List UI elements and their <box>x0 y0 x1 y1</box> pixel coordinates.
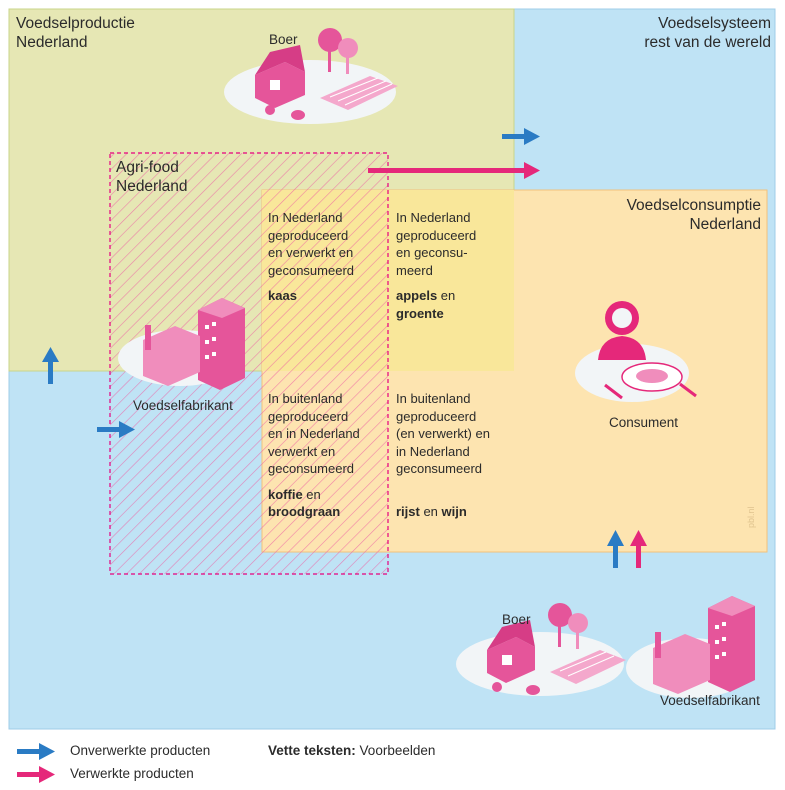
example-bold: broodgraan <box>268 504 341 519</box>
legend-bold-note: Vette teksten: Voorbeelden <box>268 742 435 759</box>
farmer-bottom-label: Boer <box>502 612 531 627</box>
legend-processed-label: Verwerkte producten <box>70 766 194 781</box>
arrow-up-pink <box>630 530 647 568</box>
production-title: Voedselproductie Nederland <box>16 15 135 51</box>
legend-blue-arrow-icon <box>17 743 55 760</box>
example-connector: en <box>302 486 321 502</box>
cell-foreign-consumed-nl: In buitenland geproduceerd (en verwerkt)… <box>396 390 490 520</box>
arrow-export-processed <box>368 162 540 179</box>
farm-bottom-icon <box>456 603 626 696</box>
world-title: Voedselsysteem rest van de wereld <box>644 15 771 51</box>
arrow-up-left <box>42 347 59 384</box>
watermark: pbl.nl <box>746 506 756 528</box>
example-bold: rijst <box>396 503 420 519</box>
factory-bottom-label: Voedselfabrikant <box>660 693 760 708</box>
example-bold: koffie <box>268 486 303 502</box>
cell-foreign-processed-nl: In buitenland geproduceerd en in Nederla… <box>268 390 360 521</box>
consumer-icon <box>575 301 697 402</box>
farm-top-icon <box>224 28 398 124</box>
cell-nl-processed: In Nederland geproduceerd en verwerkt en… <box>268 209 354 305</box>
cell-nl-fresh: In Nederland geproduceerd en geconsu- me… <box>396 209 476 322</box>
cell-description: In Nederland geproduceerd en geconsu- me… <box>396 210 477 278</box>
agrifood-title: Agri-food Nederland <box>116 159 188 195</box>
example-connector: en <box>419 503 442 519</box>
example-bold: groente <box>396 305 444 321</box>
consumption-title: Voedselconsumptie Nederland <box>626 197 761 233</box>
factory-bottom-icon <box>626 596 755 698</box>
example-connector: en <box>437 288 456 303</box>
arrow-up-blue <box>607 530 624 568</box>
example-bold: wijn <box>441 503 467 519</box>
arrow-import-left <box>97 421 135 438</box>
legend-bold-desc: Voorbeelden <box>355 743 436 758</box>
factory-left-label: Voedselfabrikant <box>133 398 233 413</box>
cell-description: In buitenland geproduceerd (en verwerkt)… <box>396 391 490 476</box>
arrow-export-unprocessed <box>502 128 540 145</box>
example-bold: appels <box>396 288 438 303</box>
cell-description: In buitenland geproduceerd en in Nederla… <box>268 391 360 476</box>
legend-bold-label: Vette teksten: <box>268 743 356 758</box>
cell-description: In Nederland geproduceerd en verwerkt en… <box>268 210 354 278</box>
legend-unprocessed-label: Onverwerkte producten <box>70 743 211 758</box>
factory-left-icon <box>118 298 245 390</box>
consumer-label: Consument <box>609 415 679 430</box>
legend-pink-arrow-icon <box>17 766 55 783</box>
farmer-top-label: Boer <box>269 32 298 47</box>
example-bold: kaas <box>268 288 297 303</box>
